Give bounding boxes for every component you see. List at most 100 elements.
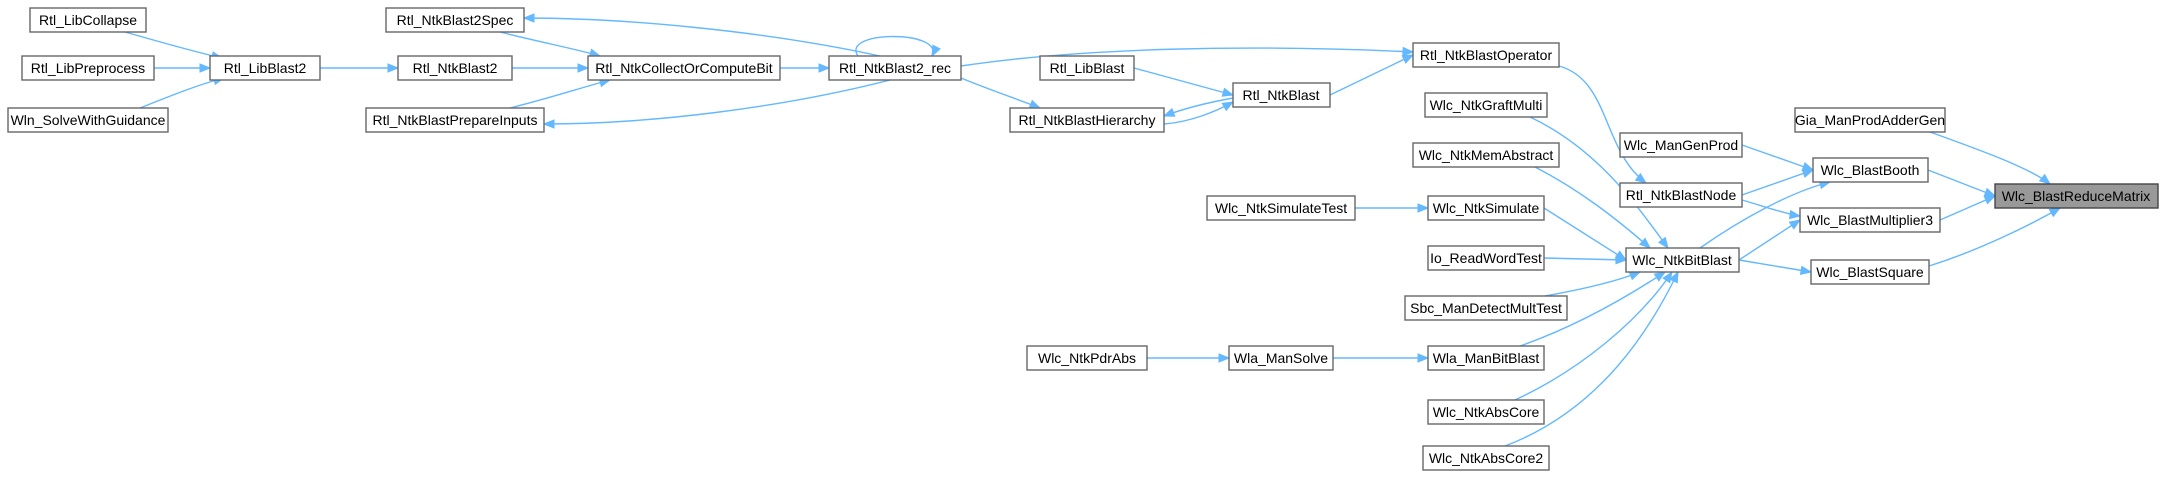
edge-n18-to-n9 (1329, 54, 1415, 96)
node-rtl-ntkblast2[interactable]: Rtl_NtkBlast2 (397, 55, 513, 81)
edge-n31-to-n15 (1333, 353, 1430, 363)
node-rtl-libblast[interactable]: Rtl_LibBlast (1039, 55, 1135, 81)
svg-text:Wlc_BlastBooth: Wlc_BlastBooth (1821, 162, 1920, 178)
edge-n5-to-n1 (1928, 207, 2062, 267)
svg-text:Wlc_NtkMemAbstract: Wlc_NtkMemAbstract (1419, 147, 1554, 163)
svg-text:Wlc_ManGenProd: Wlc_ManGenProd (1624, 137, 1738, 153)
svg-text:Rtl_NtkCollectOrComputeBit: Rtl_NtkCollectOrComputeBit (595, 60, 772, 76)
edge-n32-to-n31 (1147, 353, 1231, 363)
edge-n20-to-n18 (1163, 101, 1235, 125)
node-wlc-ntksimulate[interactable]: Wlc_NtkSimulate (1427, 195, 1545, 221)
edge-n12-to-n7 (1543, 207, 1628, 261)
edge-n3-to-n1 (1927, 169, 1997, 197)
node-wlc-mangenprod[interactable]: Wlc_ManGenProd (1619, 132, 1743, 158)
node-wln-solvewithguidance[interactable]: Wln_SolveWithGuidance (7, 107, 169, 133)
edge-n21-to-n9 (960, 46, 1415, 67)
edge-n7-to-n4 (1738, 219, 1802, 261)
edge-n26-to-n25 (320, 63, 400, 73)
node-wlc-ntkmemabstract[interactable]: Wlc_NtkMemAbstract (1412, 142, 1560, 168)
svg-text:Rtl_NtkBlastPrepareInputs: Rtl_NtkBlastPrepareInputs (373, 112, 538, 128)
edge-n24-to-n23 (509, 78, 612, 109)
svg-text:Rtl_NtkBlast2: Rtl_NtkBlast2 (413, 60, 498, 76)
node-rtl-libblast2[interactable]: Rtl_LibBlast2 (209, 55, 321, 81)
svg-text:Rtl_NtkBlast2Spec: Rtl_NtkBlast2Spec (397, 12, 514, 28)
edge-n8-to-n3 (1741, 169, 1815, 196)
svg-text:Wlc_NtkBitBlast: Wlc_NtkBitBlast (1632, 252, 1732, 268)
node-rtl-ntkblast2-rec[interactable]: Rtl_NtkBlast2_rec (828, 55, 962, 81)
svg-text:Wla_ManBitBlast: Wla_ManBitBlast (1433, 350, 1540, 366)
svg-text:Rtl_NtkBlast2_rec: Rtl_NtkBlast2_rec (839, 60, 951, 76)
node-wlc-blastmultiplier3[interactable]: Wlc_BlastMultiplier3 (1799, 207, 1941, 233)
svg-text:Io_ReadWordTest: Io_ReadWordTest (1430, 250, 1542, 266)
node-wlc-ntkabscore2[interactable]: Wlc_NtkAbsCore2 (1422, 445, 1550, 471)
edge-n28-to-n26 (154, 63, 212, 73)
edge-n11-to-n7 (1534, 166, 1652, 249)
edge-n7-to-n5 (1738, 259, 1813, 275)
svg-text:Wln_SolveWithGuidance: Wln_SolveWithGuidance (11, 112, 166, 128)
edge-n2-to-n1 (1929, 131, 2052, 185)
node-wlc-ntkpdrabs[interactable]: Wlc_NtkPdrAbs (1026, 345, 1148, 371)
node-gia-manprodaddergen[interactable]: Gia_ManProdAdderGen (1794, 107, 1946, 133)
node-wlc-blastreducematrix[interactable]: Wlc_BlastReduceMatrix (1994, 183, 2159, 209)
node-rtl-ntkblast[interactable]: Rtl_NtkBlast (1232, 82, 1331, 108)
edge-n29-to-n26 (139, 75, 226, 109)
node-wlc-ntksimulatetest[interactable]: Wlc_NtkSimulateTest (1206, 195, 1356, 221)
edge-n16-to-n7 (1514, 270, 1673, 401)
svg-text:Wlc_NtkGraftMulti: Wlc_NtkGraftMulti (1430, 97, 1543, 113)
node-rtl-ntkblastnode[interactable]: Rtl_NtkBlastNode (1619, 182, 1743, 208)
edge-n15-to-n7 (1519, 271, 1667, 347)
svg-text:Wlc_BlastMultiplier3: Wlc_BlastMultiplier3 (1807, 212, 1933, 228)
svg-text:Wlc_BlastReduceMatrix: Wlc_BlastReduceMatrix (2002, 188, 2151, 204)
edge-n13-to-n7 (1543, 255, 1628, 265)
svg-text:Wlc_NtkPdrAbs: Wlc_NtkPdrAbs (1038, 350, 1136, 366)
node-rtl-ntkblasthierarchy[interactable]: Rtl_NtkBlastHierarchy (1009, 107, 1165, 133)
node-rtl-ntkblast2spec[interactable]: Rtl_NtkBlast2Spec (385, 7, 525, 33)
svg-text:Wlc_NtkSimulateTest: Wlc_NtkSimulateTest (1215, 200, 1347, 216)
node-rtl-ntkblastprepareinputs[interactable]: Rtl_NtkBlastPrepareInputs (365, 107, 545, 133)
svg-text:Rtl_NtkBlastHierarchy: Rtl_NtkBlastHierarchy (1019, 112, 1156, 128)
svg-text:Wla_ManSolve: Wla_ManSolve (1234, 350, 1328, 366)
svg-text:Wlc_NtkAbsCore2: Wlc_NtkAbsCore2 (1429, 450, 1544, 466)
svg-text:Rtl_NtkBlastNode: Rtl_NtkBlastNode (1626, 187, 1737, 203)
edge-n25-to-n23 (512, 63, 590, 73)
edge-n17-to-n7 (1504, 270, 1679, 447)
edge-n9-to-n8 (1558, 65, 1648, 184)
edge-n10-to-n7 (1529, 116, 1669, 250)
node-wlc-ntkbitblast[interactable]: Wlc_NtkBitBlast (1625, 247, 1740, 273)
node-wlc-blastbooth[interactable]: Wlc_BlastBooth (1812, 157, 1929, 183)
edge-n19-to-n18 (1133, 67, 1235, 97)
edge-n21-to-n24 (542, 79, 891, 129)
edge-n21-to-n22 (522, 13, 881, 57)
edge-n14-to-n7 (1544, 271, 1642, 297)
node-wla-manbitblast[interactable]: Wla_ManBitBlast (1427, 345, 1545, 371)
edge-n21-to-n20 (960, 77, 1042, 109)
edge-n23-to-n21 (780, 63, 831, 73)
edge-n22-to-n23 (499, 31, 602, 58)
node-sbc-mandetectmulttest[interactable]: Sbc_ManDetectMultTest (1404, 295, 1568, 321)
node-rtl-libcollapse[interactable]: Rtl_LibCollapse (29, 7, 147, 33)
edges-layer (124, 13, 2062, 447)
edge-n21-to-n21 (855, 35, 941, 58)
svg-text:Rtl_LibPreprocess: Rtl_LibPreprocess (31, 60, 145, 76)
svg-text:Rtl_LibBlast: Rtl_LibBlast (1050, 60, 1125, 76)
edge-n8-to-n4 (1741, 199, 1802, 220)
node-rtl-ntkcollectorcomputebit[interactable]: Rtl_NtkCollectOrComputeBit (587, 55, 781, 81)
svg-text:Gia_ManProdAdderGen: Gia_ManProdAdderGen (1795, 112, 1945, 128)
node-rtl-libpreprocess[interactable]: Rtl_LibPreprocess (21, 55, 155, 81)
node-wlc-ntkabscore[interactable]: Wlc_NtkAbsCore (1427, 399, 1545, 425)
node-io-readwordtest[interactable]: Io_ReadWordTest (1427, 245, 1545, 271)
node-wlc-ntkgraftmulti[interactable]: Wlc_NtkGraftMulti (1424, 92, 1548, 118)
edge-n18-to-n20 (1162, 97, 1234, 117)
edge-n4-to-n1 (1939, 195, 1997, 221)
svg-text:Wlc_BlastSquare: Wlc_BlastSquare (1816, 264, 1924, 280)
svg-text:Rtl_LibCollapse: Rtl_LibCollapse (39, 12, 137, 28)
svg-text:Rtl_NtkBlast: Rtl_NtkBlast (1242, 87, 1319, 103)
svg-text:Wlc_NtkAbsCore: Wlc_NtkAbsCore (1433, 404, 1540, 420)
node-rtl-ntkblastoperator[interactable]: Rtl_NtkBlastOperator (1412, 42, 1560, 68)
edge-n30-to-n12 (1355, 203, 1430, 213)
edge-n6-to-n3 (1741, 144, 1815, 171)
node-wla-mansolve[interactable]: Wla_ManSolve (1228, 345, 1334, 371)
node-wlc-blastsquare[interactable]: Wlc_BlastSquare (1810, 259, 1930, 285)
svg-text:Sbc_ManDetectMultTest: Sbc_ManDetectMultTest (1410, 300, 1562, 316)
